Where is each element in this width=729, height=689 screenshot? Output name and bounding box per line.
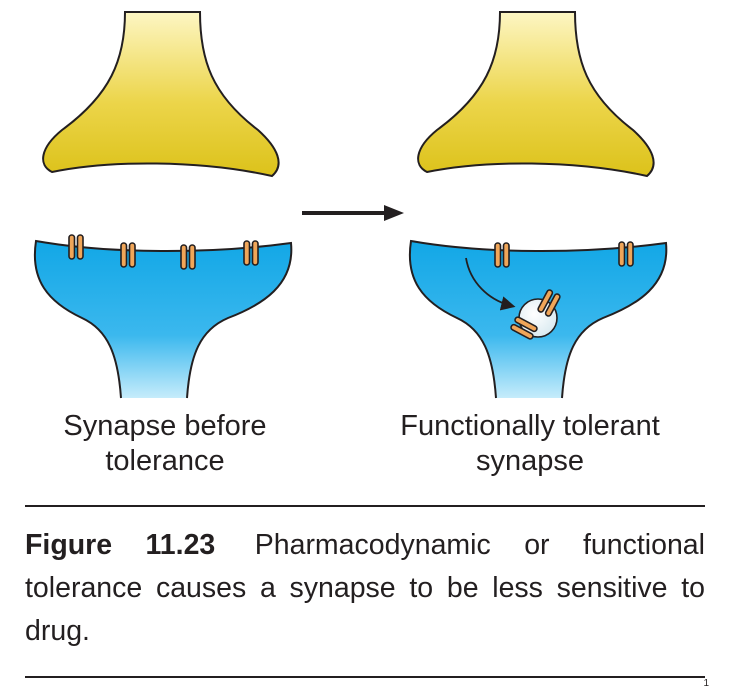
presynaptic-terminal-right	[417, 11, 655, 178]
synapse-diagram	[33, 11, 668, 399]
postsynaptic-membrane-left	[33, 239, 293, 399]
transition-arrow-head	[384, 205, 404, 221]
label-right-line2: synapse	[475, 445, 584, 477]
page-mark: 1	[703, 678, 709, 689]
caption-text: Pharmacodynamic or functional tolerance …	[25, 529, 705, 647]
caption-top-rule	[25, 505, 705, 507]
postsynaptic-terminal-left	[34, 241, 292, 398]
label-right-line1: Functionally tolerant	[400, 410, 660, 442]
label-functionally-tolerant-synapse: Functionally tolerant synapse	[370, 409, 690, 479]
internalization-arrow	[465, 257, 516, 311]
figure-caption: Figure 11.23 Pharmacodynamic or function…	[25, 524, 705, 653]
figure-number: Figure 11.23	[25, 529, 216, 561]
presynaptic-terminal-left	[42, 11, 280, 178]
postsynaptic-membrane-right	[408, 239, 668, 399]
label-left-line1: Synapse before	[63, 410, 267, 442]
label-synapse-before-tolerance: Synapse before tolerance	[30, 409, 300, 479]
caption-bottom-rule	[25, 676, 705, 678]
label-left-line2: tolerance	[105, 445, 225, 477]
